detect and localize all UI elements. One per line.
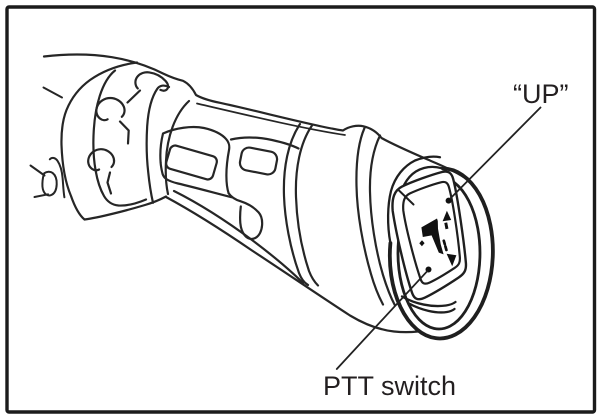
svg-text:PTT switch: PTT switch [323, 371, 456, 401]
svg-text:“UP”: “UP” [513, 79, 569, 109]
